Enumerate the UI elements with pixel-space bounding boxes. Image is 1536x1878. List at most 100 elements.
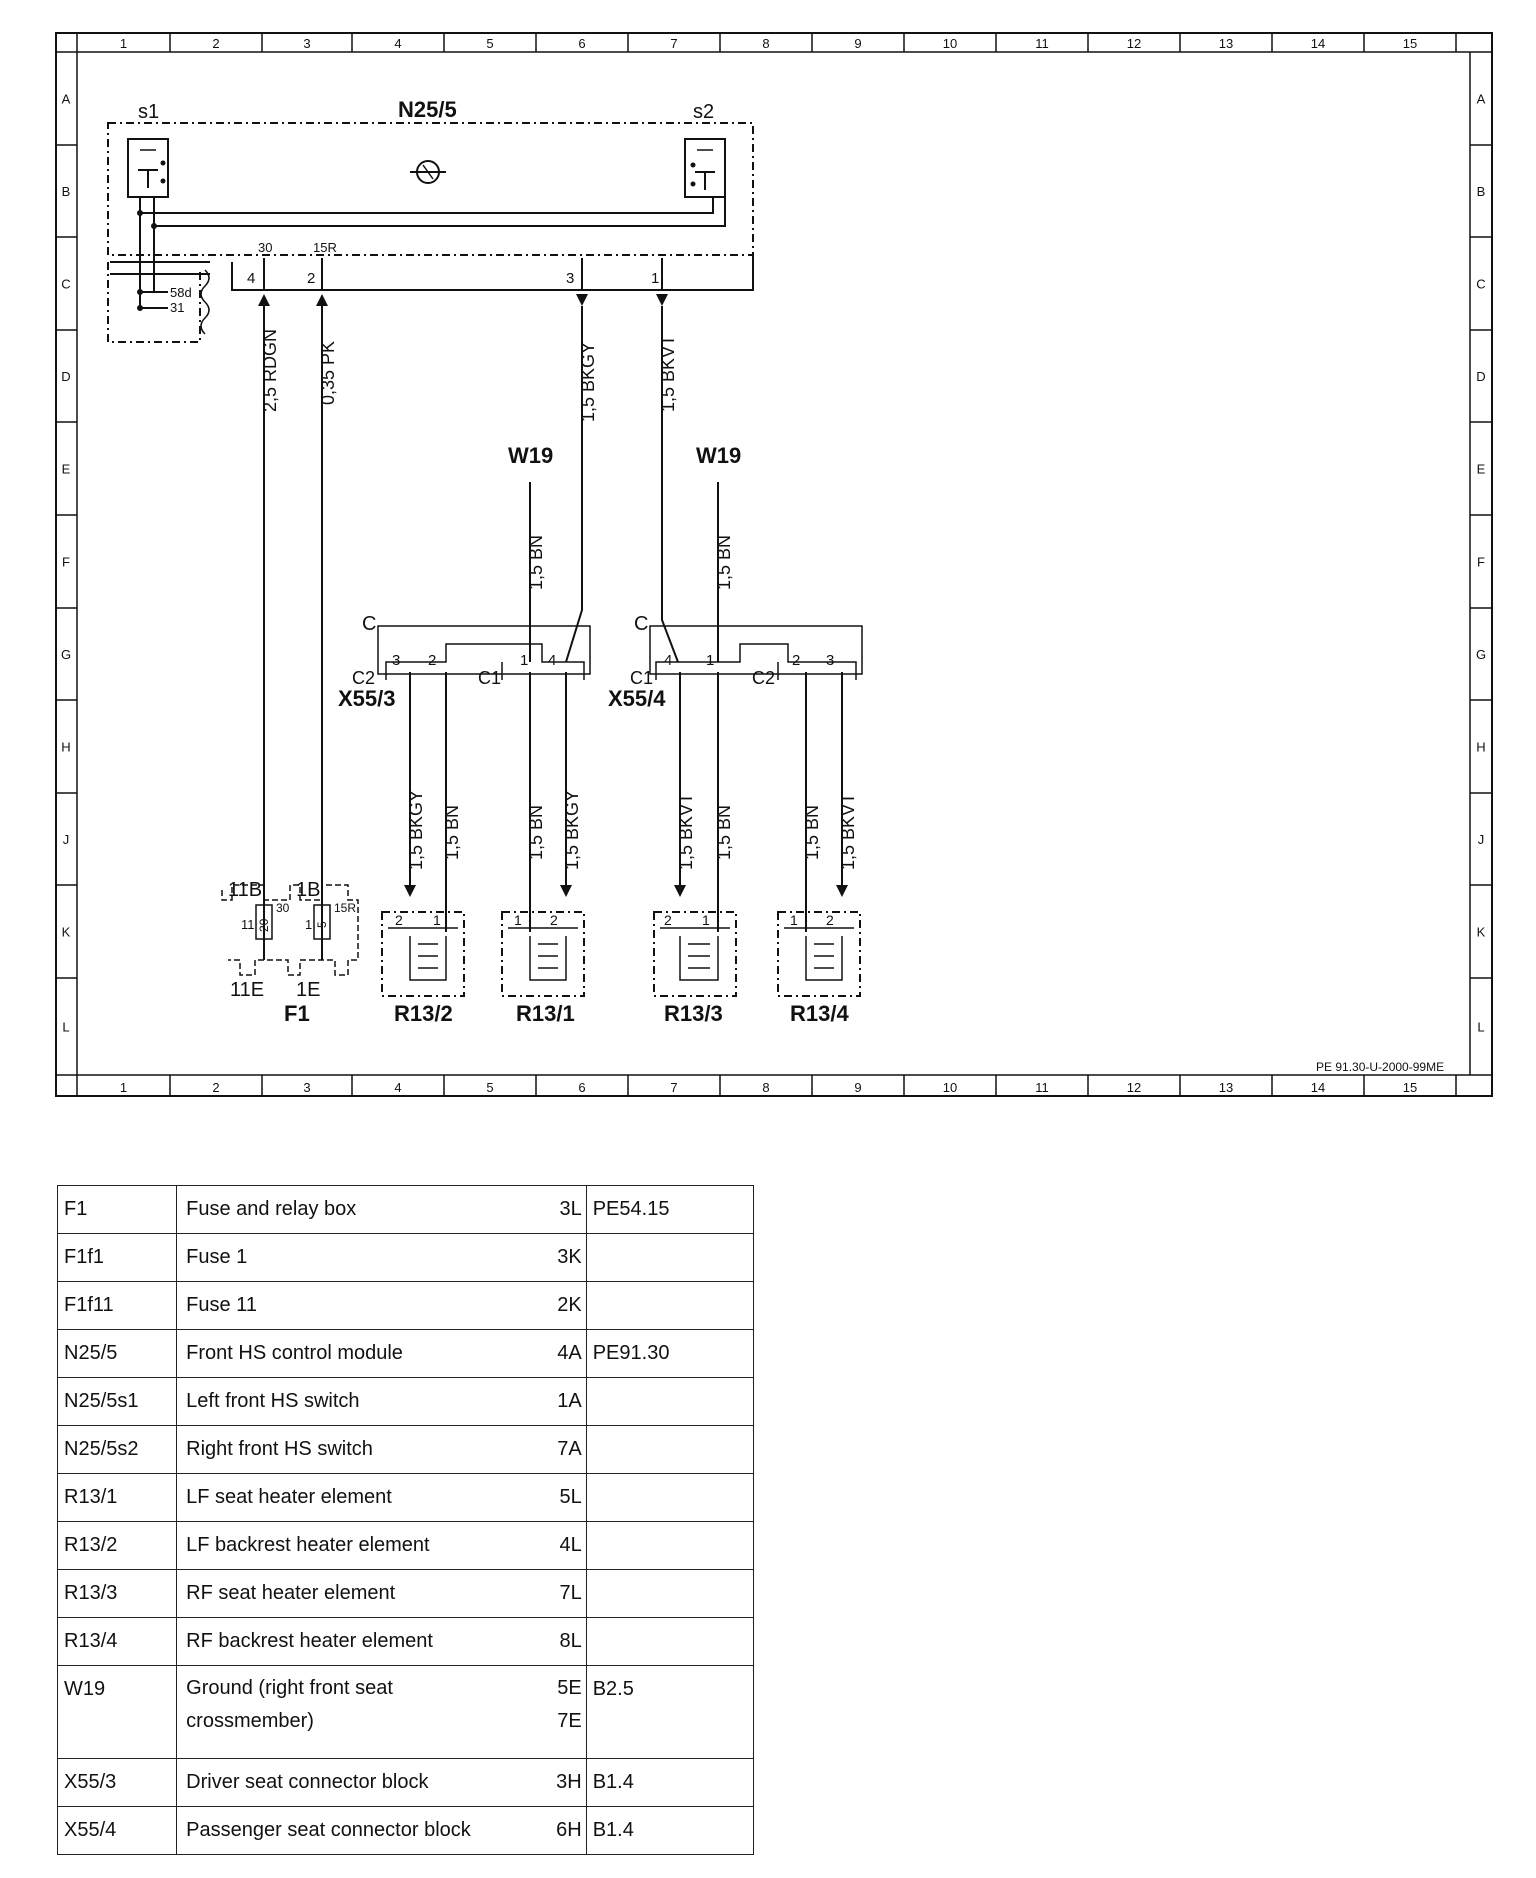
legend-location: 1A [533,1377,587,1426]
column-label: 11 [1035,1080,1049,1095]
legend-code: W19 [56,1665,178,1759]
column-label: 9 [854,36,861,51]
legend-code: R13/4 [56,1617,178,1666]
pin-label: 2 [395,912,403,928]
legend-code: R13/3 [56,1569,178,1618]
legend-location: 5L [533,1473,587,1522]
drawing-id: PE 91.30-U-2000-99ME [1316,1060,1444,1074]
column-label: 13 [1219,1080,1233,1095]
row-label: F [62,555,70,570]
legend-description: RF backrest heater element [176,1617,534,1666]
pin-label: 2 [550,912,558,928]
legend-reference: B1.4 [585,1758,755,1807]
column-label: 2 [212,36,219,51]
legend-description: LF seat heater element [176,1473,534,1522]
x55-3-label: X55/3 [338,686,396,711]
x55-4-label: X55/4 [608,686,666,711]
switch-s2-label: s2 [693,101,714,123]
column-label: 5 [486,36,493,51]
fuse-terminal-15r: 15R [334,901,356,915]
x55-3-c1-label: C1 [478,668,501,688]
legend-location: 5E 7E [533,1665,587,1759]
row-label: K [1477,925,1486,940]
fuse-terminal-30: 30 [276,901,290,915]
legend-location-line: 5E [557,1677,582,1699]
x55-4-c2-label: C2 [752,668,775,688]
legend-description: Fuse 11 [176,1281,534,1330]
column-label: 15 [1403,1080,1417,1095]
heater-r13-2: 2 1 R13/2 [381,911,465,1026]
column-label: 8 [762,36,769,51]
row-label: C [1476,277,1485,292]
column-label: 14 [1311,36,1325,51]
legend-code: R13/1 [56,1473,178,1522]
column-label: 5 [486,1080,493,1095]
heater-r13-1: 1 2 R13/1 [501,911,585,1026]
legend-code: N25/5 [56,1329,178,1378]
fuse-1b-label: 1B [296,879,320,901]
row-label: J [63,832,70,847]
legend-code: X55/3 [56,1758,178,1807]
legend-location: 3L [533,1185,587,1234]
column-label: 10 [943,1080,957,1095]
connector-x55-3: C C2 C1 X55/3 3 2 1 4 [338,613,591,711]
legend-location: 7L [533,1569,587,1618]
legend-reference [585,1473,755,1522]
row-label: A [62,92,71,107]
column-label: 1 [120,1080,127,1095]
pin-label: 2 [428,652,436,669]
pin-30-label: 30 [258,240,272,255]
fuse-20a-rating: 20 [257,918,271,932]
column-dividers [76,33,1457,1096]
pin-label: 1 [520,652,528,669]
switch-s1-label: s1 [138,101,159,123]
row-label: E [62,462,71,477]
switch-s2-icon [684,138,726,198]
pin-label: 2 [792,652,800,669]
legend-description: Fuse and relay box [176,1185,534,1234]
legend-location-line: 7E [557,1710,582,1732]
column-label: 7 [670,1080,677,1095]
column-label: 2 [212,1080,219,1095]
wire-label-bkvt-upper: 1,5 BKVT [658,335,678,412]
row-label: B [1477,184,1486,199]
pin-label: 4 [548,652,556,669]
heater-r13-4: 1 2 R13/4 [777,911,861,1026]
wire-label-pk: 0,35 PK [318,341,338,405]
legend-reference: B2.5 [585,1665,755,1759]
wire-label-rdgn: 2,5 RDGN [260,329,280,412]
column-label: 15 [1403,36,1417,51]
column-label: 10 [943,36,957,51]
legend-description: Left front HS switch [176,1377,534,1426]
wire-label: 1,5 BN [714,805,734,860]
pin-4-label: 4 [247,270,255,287]
fuse-1e-label: 1E [296,979,320,1001]
x55-4-c-label: C [634,613,648,635]
legend-reference: PE91.30 [585,1329,755,1378]
row-label: L [62,1020,69,1035]
column-label: 8 [762,1080,769,1095]
electronic-module-symbol [410,160,446,184]
column-label: 7 [670,36,677,51]
lower-connector-arrows [404,885,848,897]
legend-location: 4A [533,1329,587,1378]
ground-w19-left: W19 [508,443,553,468]
outer-frame [55,32,1493,1097]
pin-label: 1 [514,912,522,928]
row-label: F [1477,555,1485,570]
legend-reference [585,1281,755,1330]
legend-location: 6H [533,1806,587,1855]
legend-description: Fuse 1 [176,1233,534,1282]
heater-r13-4-label: R13/4 [790,1001,849,1026]
fuse-11e-label: 11E [230,979,264,1001]
wire-label-bn-right: 1,5 BN [714,535,734,590]
module-label: N25/5 [398,97,457,122]
column-label: 9 [854,1080,861,1095]
legend-reference: B1.4 [585,1806,755,1855]
